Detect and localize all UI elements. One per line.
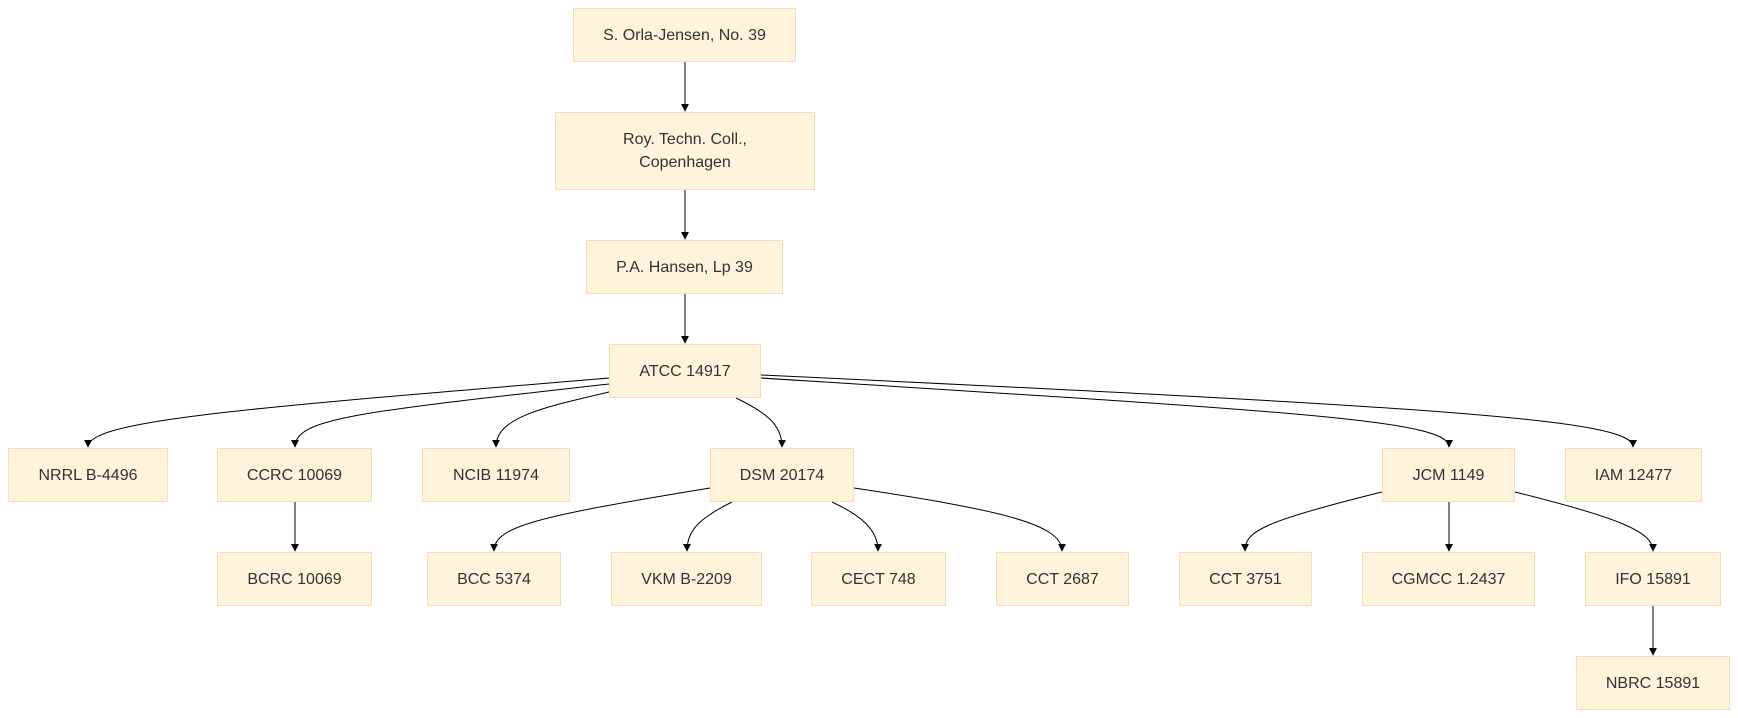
node-ifo-15891: IFO 15891: [1585, 552, 1721, 606]
node-cect-748: CECT 748: [811, 552, 946, 606]
node-iam-12477: IAM 12477: [1565, 448, 1702, 502]
node-label: NRRL B-4496: [38, 466, 138, 484]
node-label: CCT 3751: [1209, 570, 1282, 588]
node-dsm-20174: DSM 20174: [710, 448, 854, 502]
node-label: NBRC 15891: [1605, 674, 1701, 692]
node-label: CGMCC 1.2437: [1391, 570, 1506, 588]
node-s-orla-jensen: S. Orla-Jensen, No. 39: [573, 8, 796, 62]
node-label: BCRC 10069: [247, 570, 342, 588]
node-nrrl-b-4496: NRRL B-4496: [8, 448, 168, 502]
node-label: S. Orla-Jensen, No. 39: [603, 26, 766, 44]
node-label: NCIB 11974: [453, 466, 539, 484]
node-label: CCT 2687: [1026, 570, 1099, 588]
edge-jcm-cct3: [1241, 491, 1383, 552]
node-label: ATCC 14917: [639, 362, 731, 380]
node-roy-techn-coll: Roy. Techn. Coll., Copenhagen: [555, 112, 815, 190]
edge-atcc-iam: [760, 374, 1637, 448]
node-label: BCC 5374: [457, 570, 531, 588]
node-label: IAM 12477: [1594, 466, 1673, 484]
node-label: CECT 748: [841, 570, 916, 588]
edge-dsm-cct2: [853, 487, 1066, 552]
node-jcm-1149: JCM 1149: [1382, 448, 1515, 502]
node-cgmcc-1-2437: CGMCC 1.2437: [1362, 552, 1535, 606]
edge-jcm-ifo: [1514, 491, 1657, 552]
node-pa-hansen: P.A. Hansen, Lp 39: [586, 240, 783, 294]
node-label: VKM B-2209: [641, 570, 732, 588]
node-ccrc-10069: CCRC 10069: [217, 448, 372, 502]
edge-atcc-jcm: [760, 377, 1453, 448]
edge-atcc-nrrl: [84, 377, 610, 448]
node-atcc-14917: ATCC 14917: [609, 344, 761, 398]
edge-dsm-vkm: [683, 501, 733, 552]
node-bcc-5374: BCC 5374: [427, 552, 561, 606]
node-bcrc-10069: BCRC 10069: [217, 552, 372, 606]
node-cct-2687: CCT 2687: [996, 552, 1129, 606]
edge-atcc-dsm: [735, 397, 786, 448]
edge-atcc-ncib: [492, 391, 610, 448]
edge-dsm-bcc: [490, 487, 711, 552]
node-label: Roy. Techn. Coll., Copenhagen: [623, 131, 747, 171]
edge-atcc-ccrc: [291, 383, 610, 448]
edge-dsm-cect: [831, 501, 882, 552]
node-label: DSM 20174: [739, 466, 825, 484]
node-cct-3751: CCT 3751: [1179, 552, 1312, 606]
node-ncib-11974: NCIB 11974: [422, 448, 570, 502]
node-vkm-b-2209: VKM B-2209: [611, 552, 762, 606]
node-nbrc-15891: NBRC 15891: [1576, 656, 1730, 710]
node-label: CCRC 10069: [246, 466, 343, 484]
node-label: P.A. Hansen, Lp 39: [616, 258, 753, 276]
node-label: JCM 1149: [1412, 466, 1485, 484]
node-label: IFO 15891: [1615, 570, 1691, 588]
